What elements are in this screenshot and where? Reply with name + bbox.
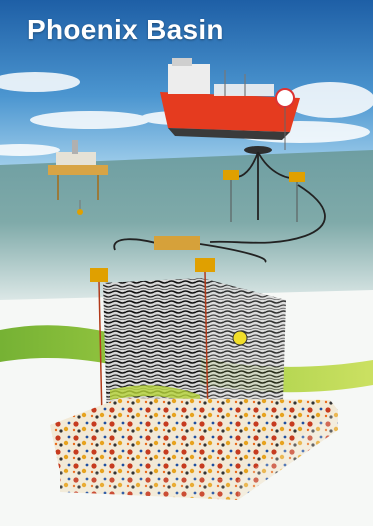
fpso-vessel	[160, 58, 300, 154]
subsea-buoys	[154, 170, 305, 250]
page-title: Phoenix Basin	[27, 14, 224, 45]
drilling-platform	[48, 140, 108, 215]
wells	[90, 258, 215, 421]
base-slab	[50, 398, 338, 500]
